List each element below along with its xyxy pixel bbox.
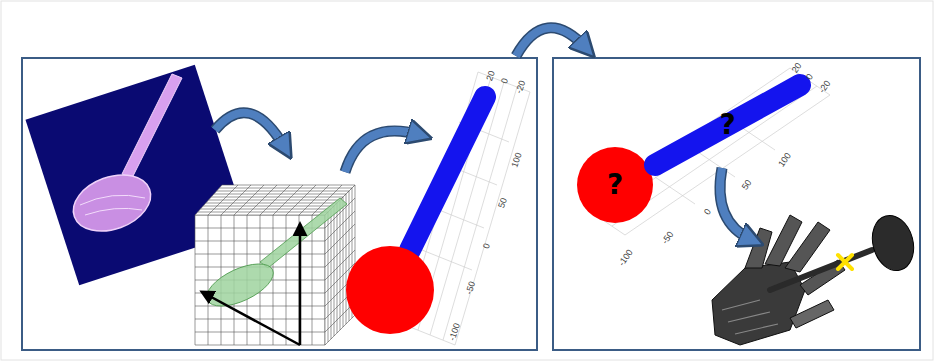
- bowl-segment: ?: [577, 147, 653, 223]
- axis-tick: 100: [510, 151, 523, 168]
- axis-tick: -20: [515, 79, 528, 94]
- axis-tick: 0: [703, 207, 713, 216]
- axes: [202, 224, 300, 345]
- axis-tick: -100: [617, 248, 635, 268]
- bowl-segment: [346, 246, 434, 334]
- axis-tick: 20: [790, 61, 803, 74]
- question-mark: ?: [719, 111, 735, 139]
- voxel-grid: [195, 185, 355, 345]
- axis-tick: 100: [777, 151, 793, 168]
- axis-tick: 50: [497, 197, 509, 209]
- panel: [553, 58, 920, 350]
- question-mark: ?: [607, 171, 623, 199]
- axis-tick: 0: [500, 77, 510, 85]
- axis-tick: 0: [482, 242, 492, 250]
- axis-tick: 20: [485, 70, 497, 82]
- panel: [22, 58, 537, 350]
- scan-ladle: [66, 74, 182, 241]
- axis-tick: 50: [740, 178, 753, 191]
- handle-segment: [410, 97, 485, 250]
- voxel-ladle: [201, 198, 347, 315]
- axis-tick: -20: [818, 79, 833, 95]
- axis-tick: -50: [465, 280, 478, 295]
- handle-segment: ?: [640, 70, 815, 180]
- flow-arrow: [215, 28, 752, 240]
- axis-tick: -100: [448, 322, 462, 342]
- axis-tick: -50: [661, 230, 676, 246]
